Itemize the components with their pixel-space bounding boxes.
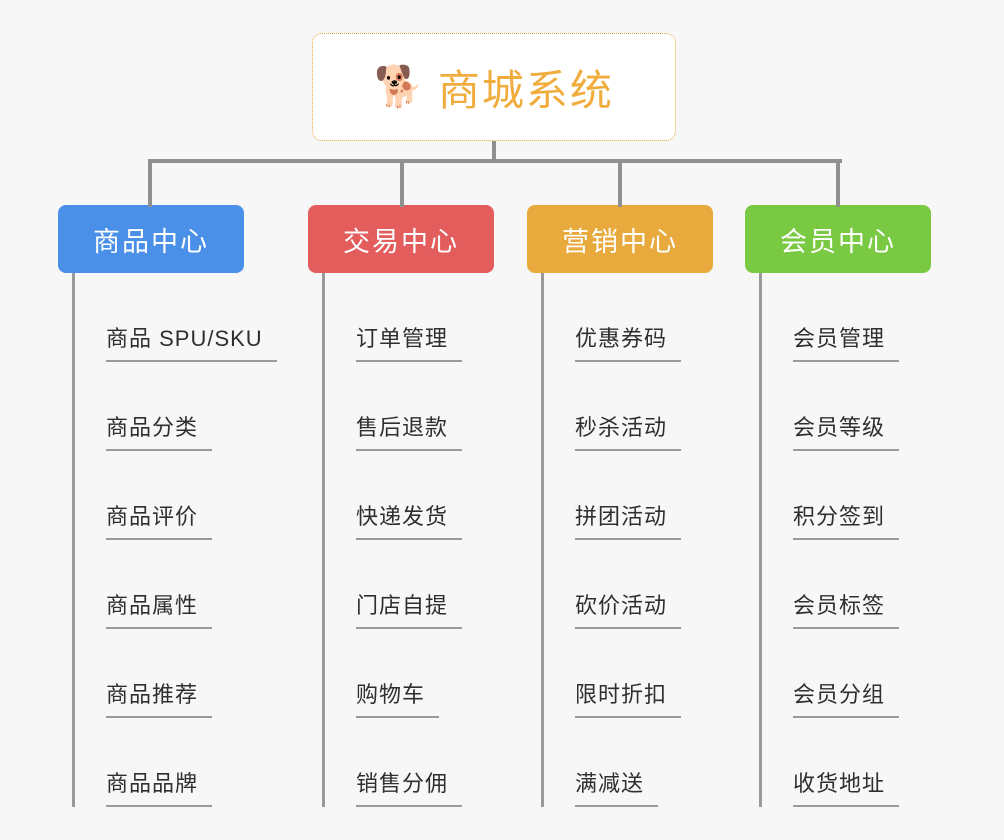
root-title: 商城系统 <box>437 66 614 114</box>
category-box-trade-center[interactable]: 交易中心 <box>308 205 494 273</box>
connector-spine-marketing-center <box>541 273 544 807</box>
subitem[interactable]: 订单管理 <box>322 273 494 362</box>
subitem[interactable]: 商品属性 <box>72 540 244 629</box>
subitem-label: 限时折扣 <box>575 677 682 718</box>
subitem[interactable]: 购物车 <box>322 629 494 718</box>
subitem-list-member-center: 会员管理会员等级积分签到会员标签会员分组收货地址 <box>759 273 931 807</box>
subitem-label: 商品 SPU/SKU <box>106 321 277 362</box>
subitem-list-marketing-center: 优惠券码秒杀活动拼团活动砍价活动限时折扣满减送 <box>541 273 713 807</box>
subitem-label: 销售分佣 <box>356 766 463 807</box>
subitem-label: 砍价活动 <box>575 588 682 629</box>
category-box-marketing-center[interactable]: 营销中心 <box>527 205 713 273</box>
subitem-label: 快递发货 <box>356 499 463 540</box>
subitem[interactable]: 销售分佣 <box>322 718 494 807</box>
subitem-list-trade-center: 订单管理售后退款快递发货门店自提购物车销售分佣 <box>322 273 494 807</box>
subitem-label: 满减送 <box>575 766 659 807</box>
subitem[interactable]: 会员分组 <box>759 629 931 718</box>
connector-drop-marketing-center <box>618 159 622 207</box>
subitem-label: 积分签到 <box>793 499 900 540</box>
category-label: 营销中心 <box>562 226 678 257</box>
connector-spine-trade-center <box>322 273 325 807</box>
subitem-label: 订单管理 <box>356 321 463 362</box>
category-label: 会员中心 <box>780 226 896 257</box>
subitem-label: 门店自提 <box>356 588 463 629</box>
subitem[interactable]: 门店自提 <box>322 540 494 629</box>
category-box-member-center[interactable]: 会员中心 <box>745 205 931 273</box>
subitem[interactable]: 售后退款 <box>322 362 494 451</box>
subitem-label: 售后退款 <box>356 410 463 451</box>
category-label: 商品中心 <box>93 226 209 257</box>
subitem-list-product-center: 商品 SPU/SKU 商品分类商品评价商品属性商品推荐商品品牌 <box>72 273 277 807</box>
subitem[interactable]: 限时折扣 <box>541 629 713 718</box>
subitem-label: 优惠券码 <box>575 321 682 362</box>
subitem-label: 会员管理 <box>793 321 900 362</box>
branch-marketing-center: 营销中心优惠券码秒杀活动拼团活动砍价活动限时折扣满减送 <box>527 205 713 807</box>
subitem[interactable]: 商品 SPU/SKU <box>72 273 277 362</box>
subitem-label: 收货地址 <box>793 766 900 807</box>
subitem[interactable]: 积分签到 <box>759 451 931 540</box>
subitem-label: 商品分类 <box>106 410 213 451</box>
subitem[interactable]: 商品分类 <box>72 362 244 451</box>
category-label: 交易中心 <box>343 226 459 257</box>
subitem[interactable]: 会员等级 <box>759 362 931 451</box>
subitem[interactable]: 快递发货 <box>322 451 494 540</box>
subitem-label: 商品品牌 <box>106 766 213 807</box>
subitem[interactable]: 商品评价 <box>72 451 244 540</box>
root-node[interactable]: 🐕 商城系统 <box>312 33 676 141</box>
connector-drop-trade-center <box>400 159 404 207</box>
connector-drop-product-center <box>148 159 152 207</box>
subitem-label: 商品评价 <box>106 499 213 540</box>
connector-spine-product-center <box>72 273 75 807</box>
subitem[interactable]: 砍价活动 <box>541 540 713 629</box>
subitem[interactable]: 优惠券码 <box>541 273 713 362</box>
subitem[interactable]: 会员管理 <box>759 273 931 362</box>
subitem-label: 购物车 <box>356 677 440 718</box>
subitem[interactable]: 秒杀活动 <box>541 362 713 451</box>
subitem-label: 秒杀活动 <box>575 410 682 451</box>
subitem[interactable]: 收货地址 <box>759 718 931 807</box>
dog-face-icon: 🐕 <box>374 65 424 109</box>
subitem-label: 商品属性 <box>106 588 213 629</box>
branch-product-center: 商品中心商品 SPU/SKU 商品分类商品评价商品属性商品推荐商品品牌 <box>58 205 277 807</box>
subitem-label: 会员等级 <box>793 410 900 451</box>
category-box-product-center[interactable]: 商品中心 <box>58 205 244 273</box>
subitem-label: 商品推荐 <box>106 677 213 718</box>
connector-root-stem <box>492 141 496 162</box>
subitem[interactable]: 会员标签 <box>759 540 931 629</box>
subitem[interactable]: 商品推荐 <box>72 629 244 718</box>
subitem[interactable]: 商品品牌 <box>72 718 244 807</box>
branch-member-center: 会员中心会员管理会员等级积分签到会员标签会员分组收货地址 <box>745 205 931 807</box>
connector-horizontal-bus <box>148 159 842 163</box>
connector-drop-member-center <box>836 159 840 207</box>
subitem[interactable]: 拼团活动 <box>541 451 713 540</box>
subitem-label: 会员标签 <box>793 588 900 629</box>
subitem-label: 会员分组 <box>793 677 900 718</box>
connector-spine-member-center <box>759 273 762 807</box>
subitem-label: 拼团活动 <box>575 499 682 540</box>
branch-trade-center: 交易中心订单管理售后退款快递发货门店自提购物车销售分佣 <box>308 205 494 807</box>
subitem[interactable]: 满减送 <box>541 718 713 807</box>
